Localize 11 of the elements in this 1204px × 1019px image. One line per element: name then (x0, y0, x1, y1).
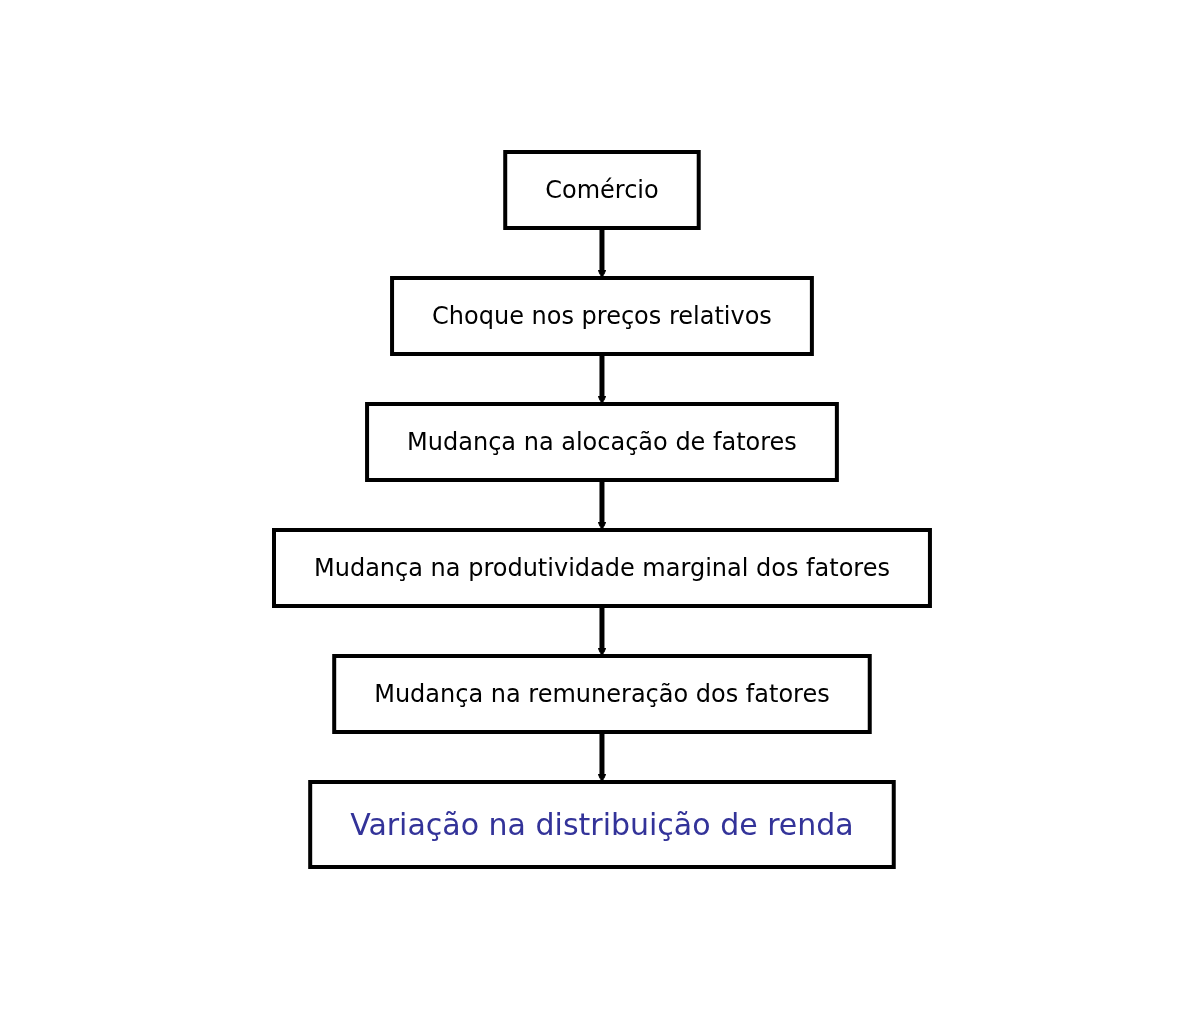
arrow (597, 606, 607, 657)
node-box: Comércio (503, 150, 701, 230)
arrow (597, 228, 607, 279)
node-box: Mudança na produtividade marginal dos fatores (272, 528, 932, 608)
arrow (597, 354, 607, 405)
node-box: Variação na distribuição de renda (308, 780, 896, 869)
node-box: Mudança na alocação de fatores (365, 402, 839, 482)
arrow (597, 480, 607, 531)
arrow (597, 732, 607, 783)
node-box: Mudança na remuneração dos fatores (332, 654, 872, 734)
node-box: Choque nos preços relativos (390, 276, 814, 356)
